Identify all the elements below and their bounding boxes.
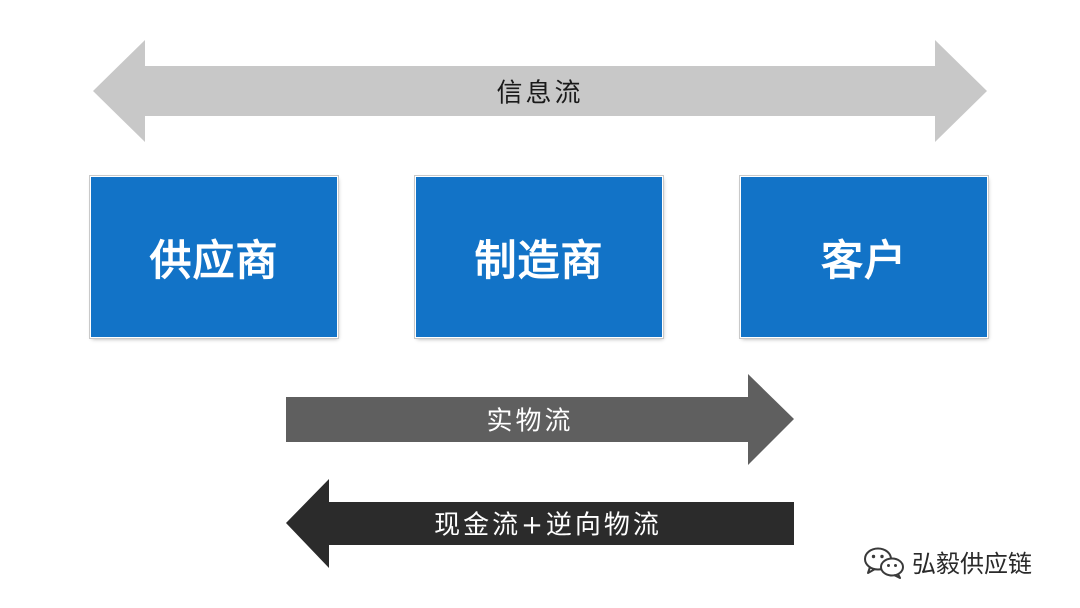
supplier-box: 供应商 (91, 177, 337, 337)
manufacturer-label: 制造商 (474, 235, 604, 285)
watermark-label: 弘毅供应链 (912, 550, 1032, 578)
customer-box: 客户 (741, 177, 987, 337)
material-flow-arrow (286, 374, 794, 465)
watermark: 弘毅供应链 (862, 544, 1032, 579)
information-flow-label: 信息流 (496, 78, 584, 109)
supplier-label: 供应商 (149, 235, 279, 285)
information-flow-arrow (93, 40, 987, 142)
customer-label: 客户 (820, 235, 907, 285)
material-flow-label: 实物流 (486, 406, 574, 437)
wechat-icon (864, 547, 904, 579)
cash-reverse-flow-label: 现金流+逆向物流 (434, 510, 662, 541)
manufacturer-box: 制造商 (416, 177, 662, 337)
cash-reverse-flow-arrow (286, 479, 794, 568)
